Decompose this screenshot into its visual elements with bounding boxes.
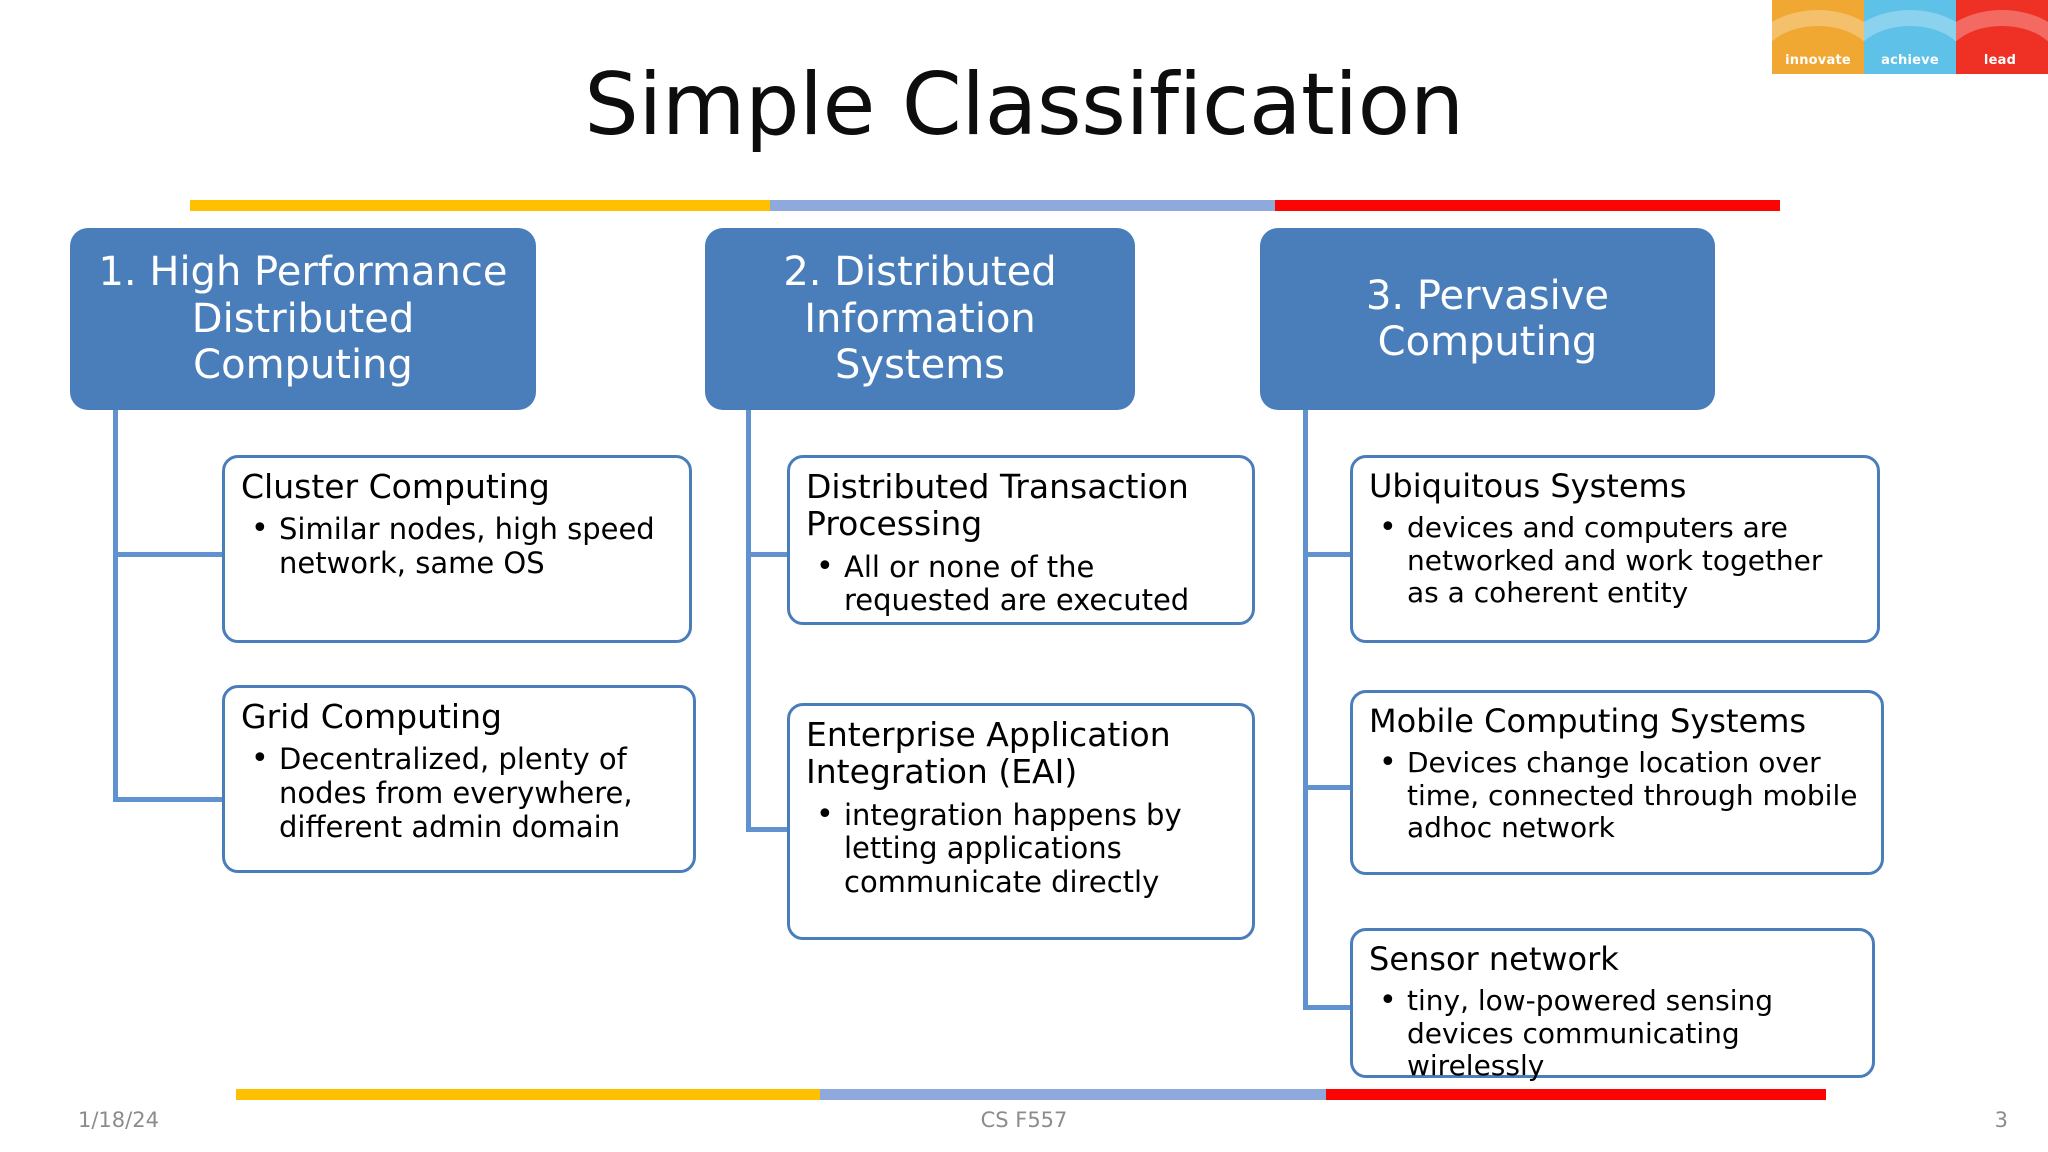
footer-page-number: 3 <box>1994 1108 2008 1132</box>
connector-trunk-2 <box>746 410 751 830</box>
logo-arc-icon <box>1956 10 2048 74</box>
accent-segment-yellow <box>236 1089 820 1100</box>
topic-bullet-list: Similar nodes, high speed network, same … <box>241 512 675 580</box>
logo-panel-lead: lead <box>1956 0 2048 74</box>
topic-bullet: tiny, low-powered sensing devices commun… <box>1373 984 1858 1082</box>
topic-box-2-1[interactable]: Distributed Transaction Processing All o… <box>787 455 1255 625</box>
connector-trunk-3 <box>1303 410 1308 1010</box>
category-header-1[interactable]: 1. High Performance Distributed Computin… <box>70 228 536 410</box>
topic-box-3-2[interactable]: Mobile Computing Systems Devices change … <box>1350 690 1884 875</box>
topic-title: Distributed Transaction Processing <box>806 467 1189 544</box>
topic-bullet: Decentralized, plenty of nodes from ever… <box>245 742 679 844</box>
topic-bullet-list: All or none of the requested are execute… <box>806 550 1238 618</box>
brand-logo: innovate achieve lead <box>1772 0 2048 74</box>
connector-branch-3-2 <box>1303 785 1353 790</box>
topic-bullet: Devices change location over time, conne… <box>1373 746 1867 844</box>
topic-title: Sensor network <box>1369 940 1619 978</box>
topic-bullet-list: devices and computers are networked and … <box>1369 511 1863 609</box>
accent-segment-blue <box>770 200 1275 211</box>
accent-segment-yellow <box>190 200 770 211</box>
connector-branch-1-1 <box>113 552 225 557</box>
category-header-3-label: 3. Pervasive Computing <box>1365 272 1610 365</box>
category-header-2[interactable]: 2. Distributed Information Systems <box>705 228 1135 410</box>
connector-branch-3-3 <box>1303 1005 1353 1010</box>
topic-title: Grid Computing <box>241 697 502 736</box>
topic-box-3-1[interactable]: Ubiquitous Systems devices and computers… <box>1350 455 1880 643</box>
accent-segment-blue <box>820 1089 1326 1100</box>
category-header-2-label: 2. Distributed Information Systems <box>783 249 1057 389</box>
connector-branch-1-2 <box>113 797 225 802</box>
category-header-1-label: 1. High Performance Distributed Computin… <box>98 249 508 389</box>
topic-bullet-list: Decentralized, plenty of nodes from ever… <box>241 742 679 844</box>
connector-branch-3-1 <box>1303 552 1353 557</box>
category-header-3[interactable]: 3. Pervasive Computing <box>1260 228 1715 410</box>
topic-bullet: integration happens by letting applicati… <box>810 798 1238 900</box>
connector-branch-2-1 <box>746 552 790 557</box>
page-title: Simple Classification <box>584 55 1464 155</box>
connector-trunk-1 <box>113 410 118 800</box>
topic-box-3-3[interactable]: Sensor network tiny, low-powered sensing… <box>1350 928 1875 1082</box>
logo-panel-innovate: innovate <box>1772 0 1864 74</box>
logo-arc-icon <box>1864 10 1956 74</box>
topic-box-1-1[interactable]: Cluster Computing Similar nodes, high sp… <box>222 455 692 643</box>
topic-bullet-list: Devices change location over time, conne… <box>1369 746 1867 844</box>
connector-branch-2-2 <box>746 827 790 832</box>
accent-segment-red <box>1275 200 1780 211</box>
logo-panel-achieve: achieve <box>1864 0 1956 74</box>
topic-box-1-2[interactable]: Grid Computing Decentralized, plenty of … <box>222 685 696 873</box>
logo-arc-icon <box>1772 10 1864 74</box>
accent-segment-red <box>1326 1089 1826 1100</box>
topic-title: Ubiquitous Systems <box>1369 467 1687 505</box>
topic-title: Cluster Computing <box>241 467 550 506</box>
topic-bullet-list: tiny, low-powered sensing devices commun… <box>1369 984 1858 1082</box>
topic-bullet-list: integration happens by letting applicati… <box>806 798 1238 900</box>
topic-bullet: Similar nodes, high speed network, same … <box>245 512 675 580</box>
footer-date: 1/18/24 <box>78 1108 159 1132</box>
topic-bullet: All or none of the requested are execute… <box>810 550 1238 618</box>
footer-course: CS F557 <box>980 1108 1068 1132</box>
topic-title: Enterprise Application Integration (EAI) <box>806 715 1171 792</box>
topic-title: Mobile Computing Systems <box>1369 702 1807 740</box>
topic-box-2-2[interactable]: Enterprise Application Integration (EAI)… <box>787 703 1255 940</box>
topic-bullet: devices and computers are networked and … <box>1373 511 1863 609</box>
